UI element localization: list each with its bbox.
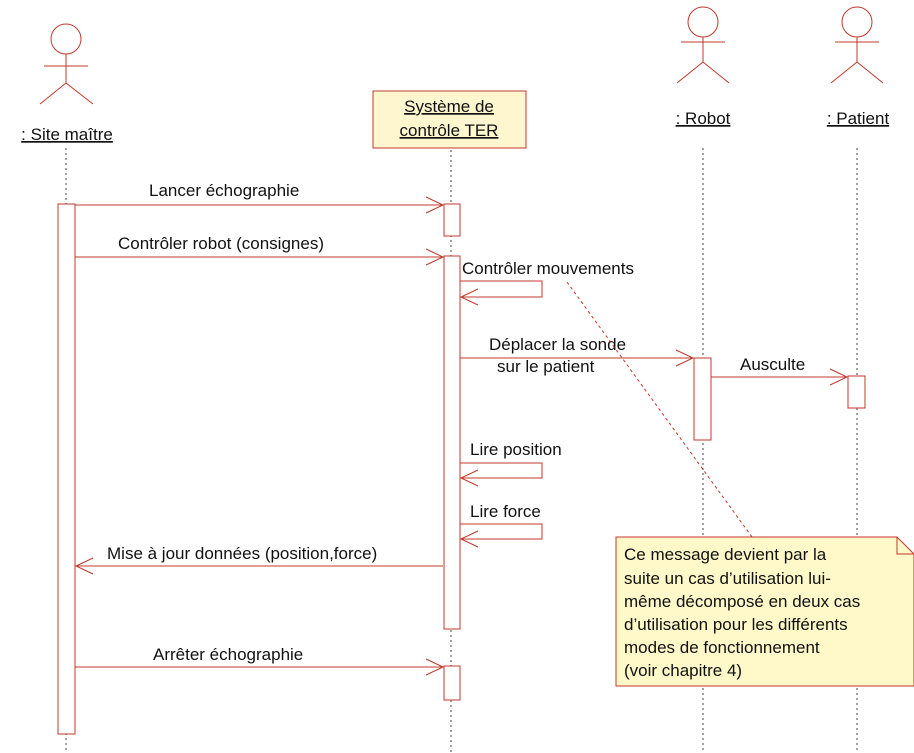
label-deplacer-line1: Déplacer la sonde — [489, 335, 626, 354]
label-deplacer-line2: sur le patient — [497, 357, 595, 376]
label-controler-robot: Contrôler robot (consignes) — [118, 234, 324, 253]
label-controler-mouvements: Contrôler mouvements — [462, 259, 634, 278]
label-lire-force: Lire force — [470, 502, 541, 521]
system-label-line1: Système de — [404, 97, 494, 116]
activation-patient — [847, 375, 866, 409]
message-lancer-echographie — [75, 196, 445, 214]
message-controler-robot — [75, 248, 445, 266]
system-label-line2: contrôle TER — [400, 121, 499, 140]
actor-stick-figure-icon — [676, 6, 730, 84]
system-box — [372, 90, 527, 149]
message-controler-mouvements — [459, 280, 543, 306]
activation-robot — [693, 357, 712, 441]
message-lire-position — [459, 462, 543, 487]
message-arreter-echographie — [75, 658, 445, 676]
message-ausculte — [711, 368, 849, 386]
message-lire-force — [459, 523, 543, 548]
note-anchor-line — [566, 281, 753, 538]
actor-stick-figure-icon — [39, 23, 94, 105]
label-mise-a-jour: Mise à jour données (position,force) — [107, 544, 377, 563]
actor-label-patient: : Patient — [827, 109, 890, 128]
message-deplacer-sonde — [460, 349, 695, 367]
note-line-5: modes de fonctionnement — [624, 638, 820, 657]
actor-label-site-maitre: : Site maître — [21, 125, 113, 144]
label-ausculte: Ausculte — [740, 355, 805, 374]
actor-label-robot: : Robot — [676, 109, 731, 128]
note-line-1: Ce message devient par la — [624, 545, 827, 564]
activation-systeme-2 — [443, 255, 461, 630]
actor-stick-figure-icon — [830, 6, 884, 84]
note-line-4: d’utilisation pour les différents — [624, 615, 848, 634]
note-line-2: suite un cas d’utilisation lui- — [624, 569, 831, 588]
message-mise-a-jour — [74, 557, 443, 575]
note-box — [615, 536, 914, 687]
activation-systeme-3 — [443, 665, 461, 701]
label-lire-position: Lire position — [470, 440, 562, 459]
activation-systeme-1 — [443, 203, 461, 237]
note-line-6: (voir chapitre 4) — [624, 661, 742, 680]
note-line-3: même décomposé en deux cas — [624, 592, 860, 611]
label-lancer-echographie: Lancer échographie — [149, 181, 299, 200]
label-arreter-echographie: Arrêter échographie — [153, 645, 303, 664]
activation-site-maitre — [57, 203, 76, 735]
